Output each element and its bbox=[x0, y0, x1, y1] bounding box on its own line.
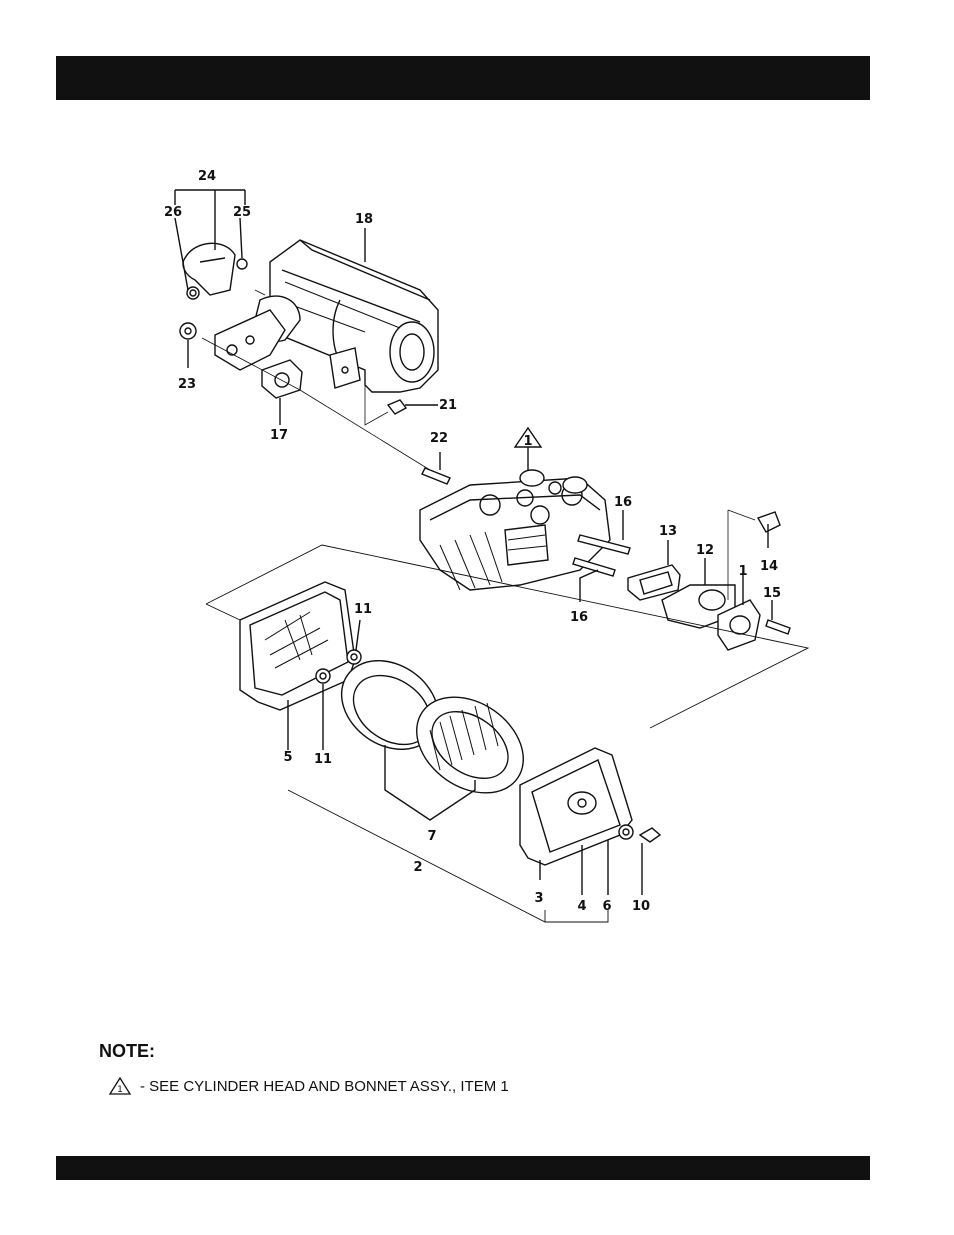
label-2: 2 bbox=[413, 860, 422, 875]
label-13: 13 bbox=[659, 524, 677, 539]
label-10: 10 bbox=[632, 899, 650, 914]
air-cleaner-cover-drawing bbox=[520, 748, 632, 865]
label-21: 21 bbox=[439, 398, 457, 413]
muffler-drawing bbox=[215, 240, 438, 392]
label-11-bottom: 11 bbox=[314, 752, 332, 767]
label-7: 7 bbox=[427, 829, 436, 844]
label-16-top: 16 bbox=[614, 495, 632, 510]
callout-symbol: 1 bbox=[523, 434, 532, 449]
label-3: 3 bbox=[534, 891, 543, 906]
footer-bar bbox=[56, 1156, 870, 1180]
label-18: 18 bbox=[355, 212, 373, 227]
label-17: 17 bbox=[270, 428, 288, 443]
label-26: 26 bbox=[164, 205, 182, 220]
label-22: 22 bbox=[430, 431, 448, 446]
label-5: 5 bbox=[283, 750, 292, 765]
label-12: 12 bbox=[696, 543, 714, 558]
note-text: - SEE CYLINDER HEAD AND BONNET ASSY., IT… bbox=[140, 1078, 509, 1095]
note-line: 1 - SEE CYLINDER HEAD AND BONNET ASSY., … bbox=[108, 1076, 509, 1096]
air-cleaner-case-drawing bbox=[240, 582, 355, 710]
gasket-17 bbox=[262, 360, 302, 398]
label-6: 6 bbox=[602, 899, 611, 914]
warning-triangle-icon: 1 bbox=[108, 1076, 132, 1096]
label-23: 23 bbox=[178, 377, 196, 392]
label-14: 14 bbox=[760, 559, 778, 574]
label-24: 24 bbox=[198, 169, 216, 184]
label-25: 25 bbox=[233, 205, 251, 220]
label-15: 15 bbox=[763, 586, 781, 601]
label-1: 1 bbox=[738, 564, 747, 579]
note-title: NOTE: bbox=[99, 1041, 155, 1062]
note-symbol: 1 bbox=[117, 1085, 123, 1095]
label-16-bottom: 16 bbox=[570, 610, 588, 625]
label-4: 4 bbox=[577, 899, 586, 914]
label-11-top: 11 bbox=[354, 602, 372, 617]
